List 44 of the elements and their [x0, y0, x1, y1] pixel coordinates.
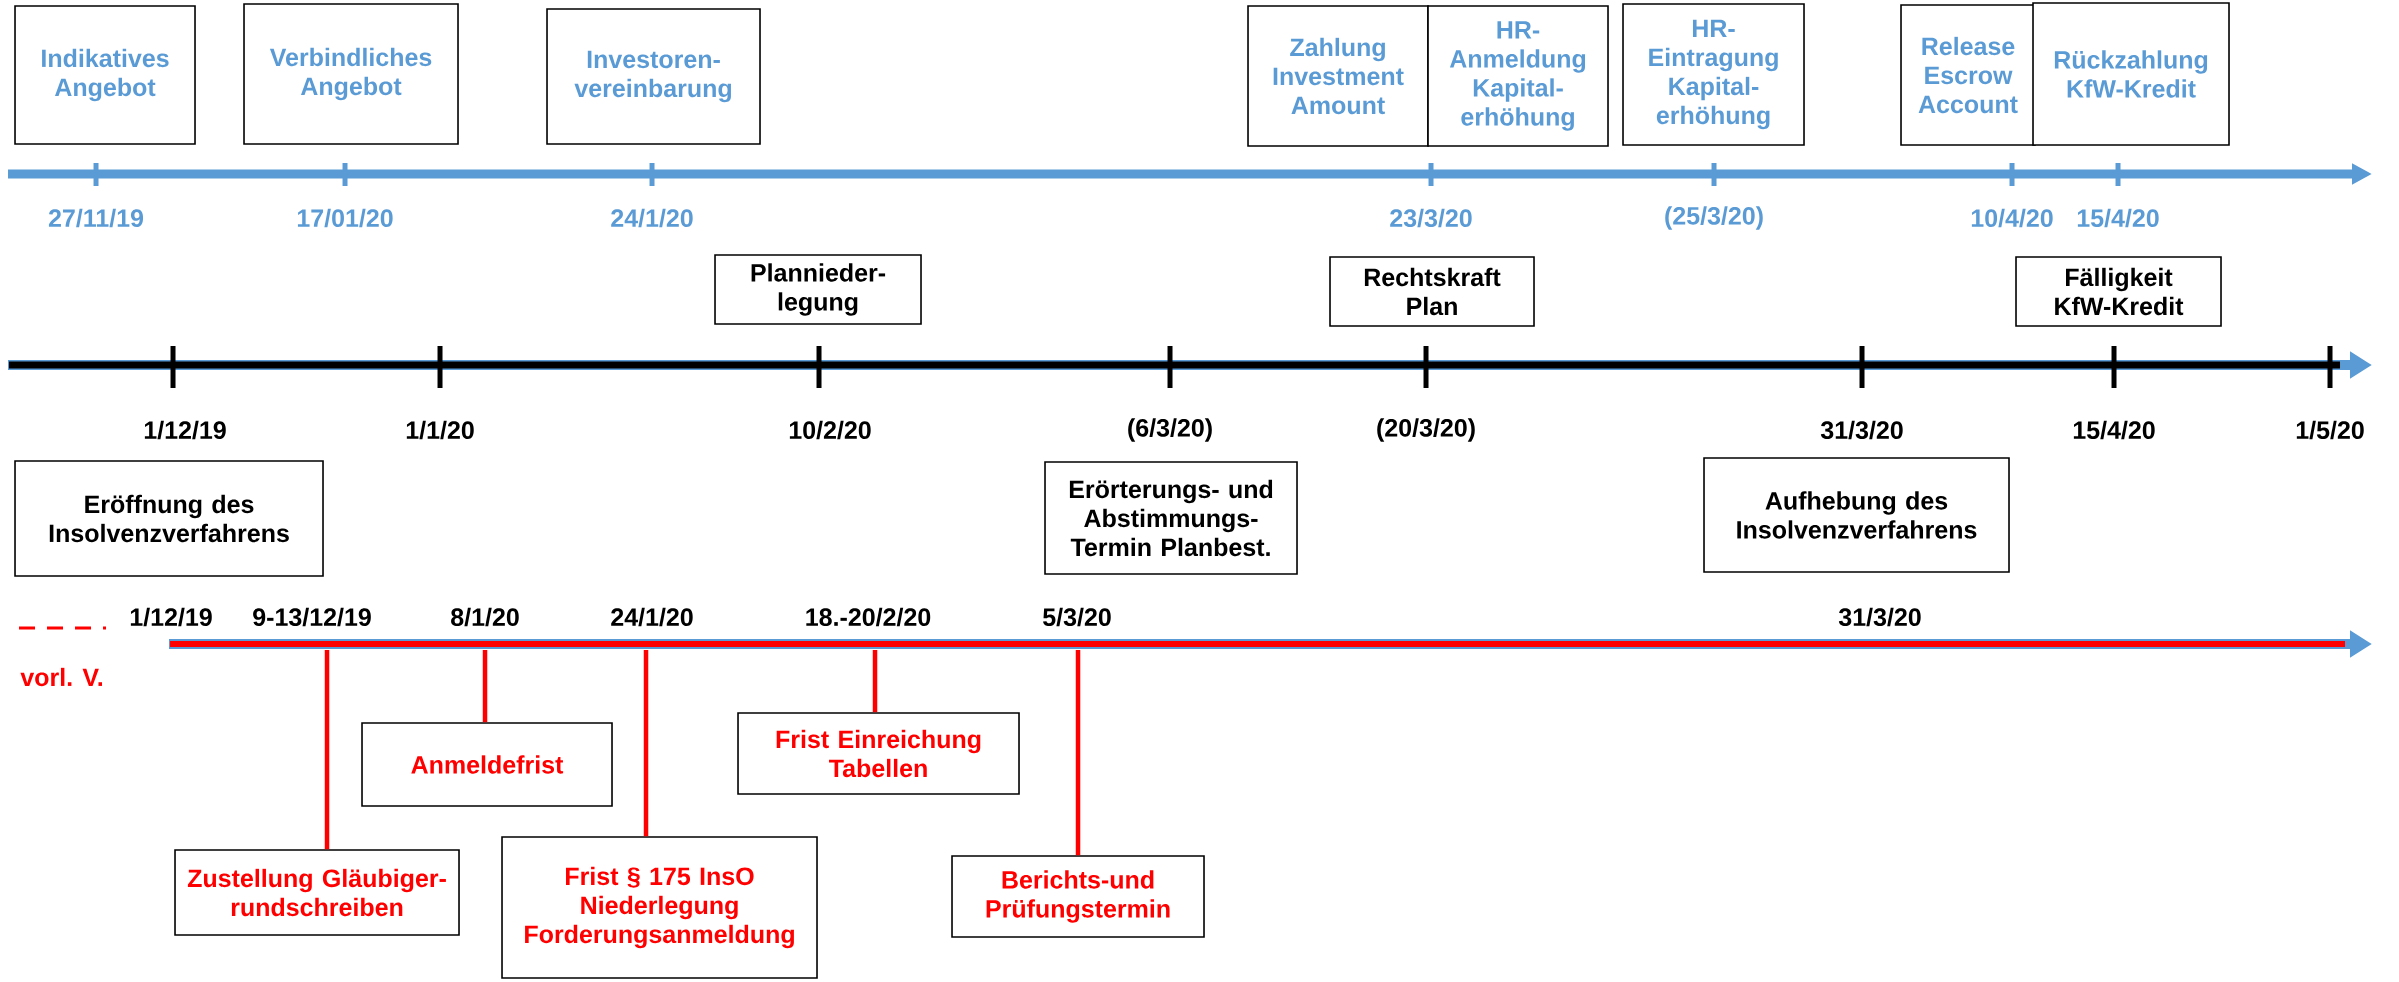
date-label: 5/3/20	[1043, 607, 1111, 627]
event-box: Anmeldefrist	[361, 722, 613, 807]
event-box: Rückzahlung KfW-Kredit	[2032, 2, 2230, 146]
event-box: HR- Eintragung Kapital- erhöhung	[1622, 3, 1805, 146]
date-label: 15/4/20	[2073, 420, 2155, 440]
connector-line	[482, 650, 488, 723]
event-box: Zahlung Investment Amount	[1247, 5, 1429, 147]
event-box: Rechtskraft Plan	[1329, 256, 1535, 327]
date-label: 24/1/20	[611, 208, 693, 228]
legend-text: vorl. V.	[20, 667, 102, 687]
event-box: Berichts-und Prüfungstermin	[951, 855, 1205, 938]
event-box: Investoren- vereinbarung	[546, 8, 761, 145]
connector-line	[643, 650, 649, 837]
event-box: Aufhebung des Insolvenzverfahrens	[1703, 457, 2010, 573]
date-label: 23/3/20	[1390, 208, 1472, 228]
date-label: 18.-20/2/20	[806, 607, 931, 627]
date-label: 17/01/20	[297, 208, 393, 228]
connector-line	[324, 650, 330, 850]
date-label: (20/3/20)	[1377, 418, 1475, 442]
date-label: 1/12/19	[130, 607, 212, 627]
event-box: Verbindliches Angebot	[243, 3, 459, 145]
date-label: 1/1/20	[406, 420, 474, 440]
event-box: Eröffnung des Insolvenzverfahrens	[14, 460, 324, 577]
event-box: Frist Einreichung Tabellen	[737, 712, 1020, 795]
date-label: 10/4/20	[1971, 208, 2053, 228]
event-box: Fälligkeit KfW-Kredit	[2015, 256, 2222, 327]
date-label: 24/1/20	[611, 607, 693, 627]
date-label: 1/5/20	[2296, 420, 2364, 440]
date-label: 27/11/19	[48, 208, 144, 228]
connector-line	[1075, 650, 1081, 856]
date-label: 8/1/20	[451, 607, 519, 627]
event-box: HR- Anmeldung Kapital- erhöhung	[1427, 5, 1609, 147]
date-label: 10/2/20	[789, 420, 871, 440]
date-label: (25/3/20)	[1665, 206, 1763, 230]
event-box: Plannieder- legung	[714, 254, 922, 325]
event-box: Erörterungs- und Abstimmungs- Termin Planbest.	[1044, 461, 1298, 575]
event-box: Zustellung Gläubiger- rundschreiben	[174, 849, 460, 936]
date-label: 31/3/20	[1838, 607, 1921, 627]
connector-line	[872, 650, 878, 713]
date-label: 15/4/20	[2077, 208, 2159, 228]
date-label: 9-13/12/19	[253, 607, 371, 627]
event-box: Indikatives Angebot	[14, 5, 196, 145]
event-box: Frist § 175 InsO Niederlegung Forderungsanmeldung	[501, 836, 818, 979]
event-box: Release Escrow Account	[1900, 4, 2036, 146]
